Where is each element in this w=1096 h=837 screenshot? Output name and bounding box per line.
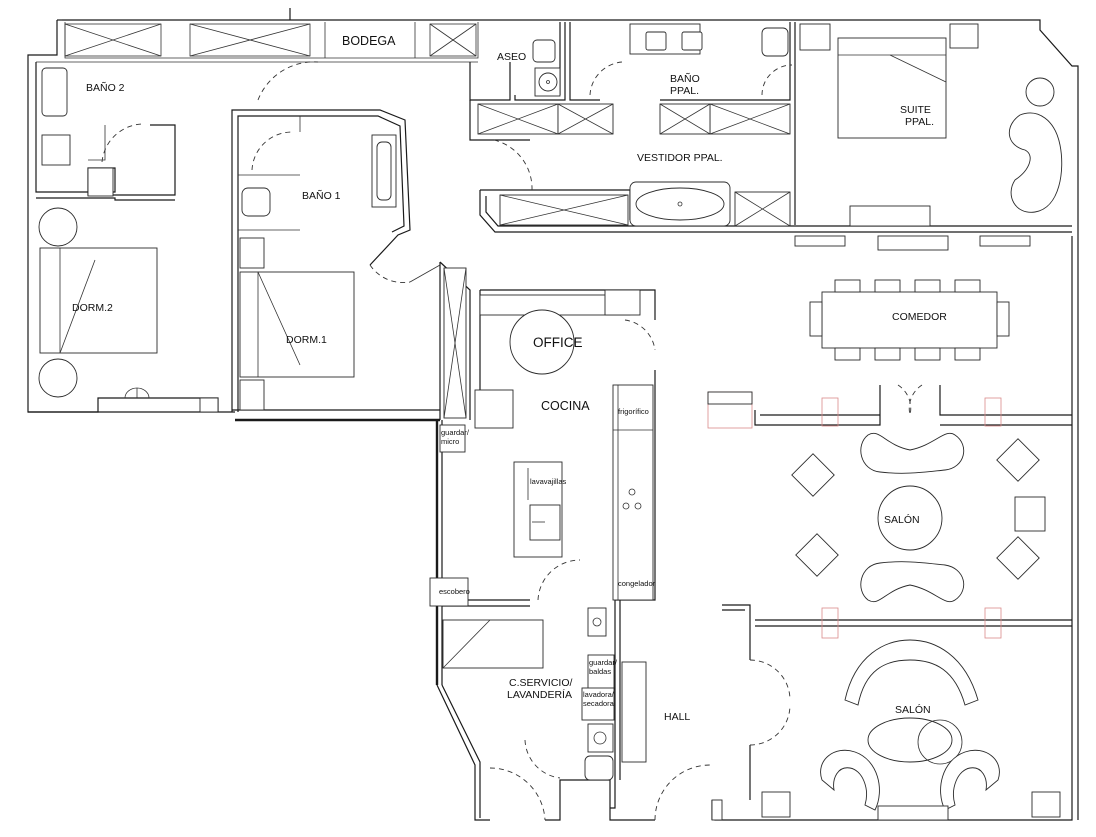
bedroom2-furniture <box>38 207 219 413</box>
label-aseo: ASEO <box>497 51 526 63</box>
label-microwave-2: micro <box>441 437 459 446</box>
label-main-bath-2: PPAL. <box>670 85 699 97</box>
label-living-2: SALÓN <box>895 703 931 716</box>
label-fridge: frigorífico <box>618 407 649 416</box>
label-service-1: C.SERVICIO/ <box>509 677 572 689</box>
main-bath-fixtures <box>477 23 791 135</box>
label-office: OFFICE <box>533 335 583 350</box>
label-bath2: BAÑO 2 <box>86 81 125 94</box>
bath1-fixtures <box>241 134 397 217</box>
label-bodega: BODEGA <box>342 34 396 48</box>
dressing-room <box>499 181 791 227</box>
label-dressing-room: VESTIDOR PPAL. <box>637 152 723 164</box>
label-living-1: SALÓN <box>884 513 920 526</box>
label-suite-1: SUITE <box>900 104 931 116</box>
fixture-labels: frigorífico lavavajillas guardar/ micro … <box>439 407 656 708</box>
label-freezer: congelador <box>618 579 656 588</box>
bath2-fixtures <box>41 67 114 197</box>
label-suite-2: PPAL. <box>905 116 934 128</box>
label-broom-closet: escobero <box>439 587 470 596</box>
label-dishwasher: lavavajillas <box>530 477 567 486</box>
label-washer-1: lavadora/ <box>583 690 615 699</box>
label-kitchen: COCINA <box>541 399 590 413</box>
label-microwave-1: guardar/ <box>441 428 470 437</box>
room-labels: BODEGA ASEO BAÑO PPAL. SUITE PPAL. BAÑO … <box>72 34 947 723</box>
label-hall: HALL <box>664 711 690 723</box>
doors <box>101 61 923 821</box>
kitchen-furniture <box>429 267 753 607</box>
label-main-bath-1: BAÑO <box>670 72 700 85</box>
label-shelves-1: guardar/ <box>589 658 618 667</box>
service-furniture <box>442 607 723 821</box>
aseo-fixtures <box>532 39 561 97</box>
label-washer-2: secadora <box>583 699 615 708</box>
bedroom1-furniture <box>239 237 355 411</box>
label-bedroom1: DORM.1 <box>286 334 327 346</box>
label-bedroom2: DORM.2 <box>72 302 113 314</box>
living-furniture <box>761 397 1061 821</box>
label-shelves-2: baldas <box>589 667 611 676</box>
top-storage <box>64 22 477 58</box>
label-dining: COMEDOR <box>892 311 947 323</box>
label-bath1: BAÑO 1 <box>302 189 341 202</box>
dining-furniture <box>809 279 1010 361</box>
suite-furniture <box>794 23 1063 251</box>
label-service-2: LAVANDERÍA <box>507 688 572 701</box>
